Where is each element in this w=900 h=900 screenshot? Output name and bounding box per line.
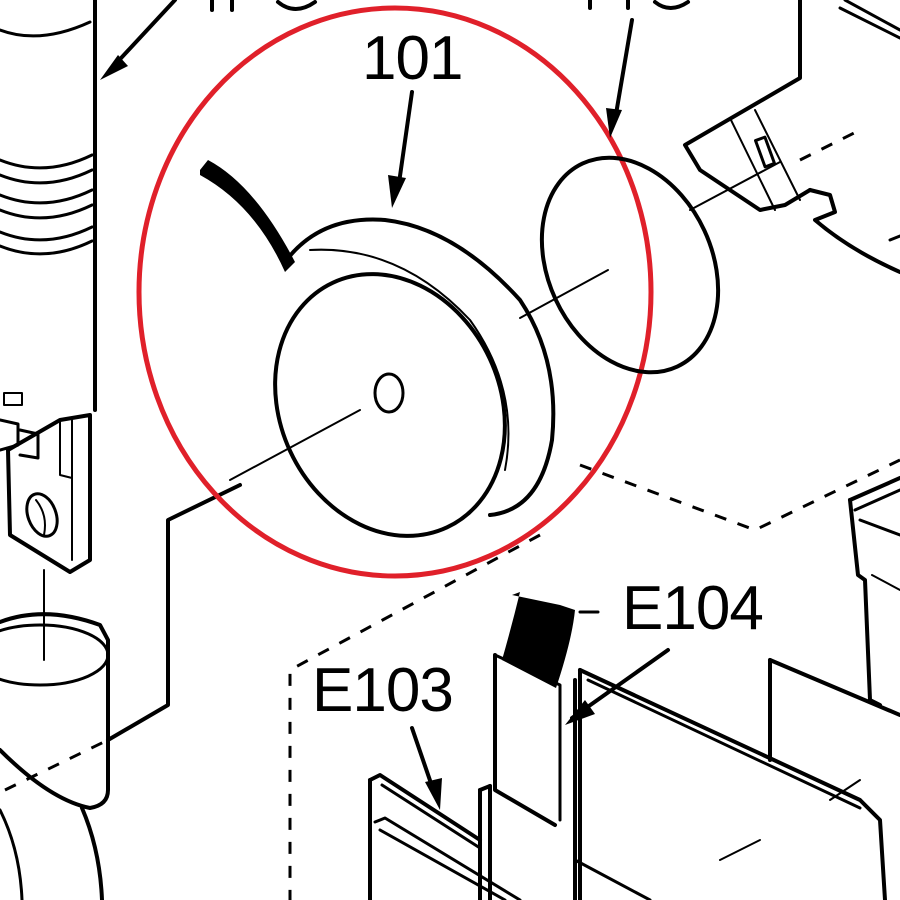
ribbon-connector <box>493 592 600 827</box>
part-label-e103: E103 <box>312 656 454 725</box>
e103-leader <box>410 726 442 810</box>
e104-leader <box>565 648 670 725</box>
part-101-disc <box>200 90 609 538</box>
gasket-ring <box>539 18 781 375</box>
lower-left-pipe <box>0 483 242 900</box>
top-left-label-fragment <box>210 0 317 12</box>
top-right-housing <box>683 0 900 274</box>
part-label-e104: E104 <box>622 574 764 643</box>
right-box-part <box>848 476 900 707</box>
top-right-label-fragment <box>588 0 690 10</box>
highlight-ellipse <box>136 5 654 579</box>
circuit-panel <box>368 658 900 900</box>
left-bracket-tab <box>0 392 92 661</box>
left-cylinder-part <box>0 0 177 412</box>
dashed-frame <box>288 458 900 900</box>
part-label-101: 101 <box>362 24 463 93</box>
